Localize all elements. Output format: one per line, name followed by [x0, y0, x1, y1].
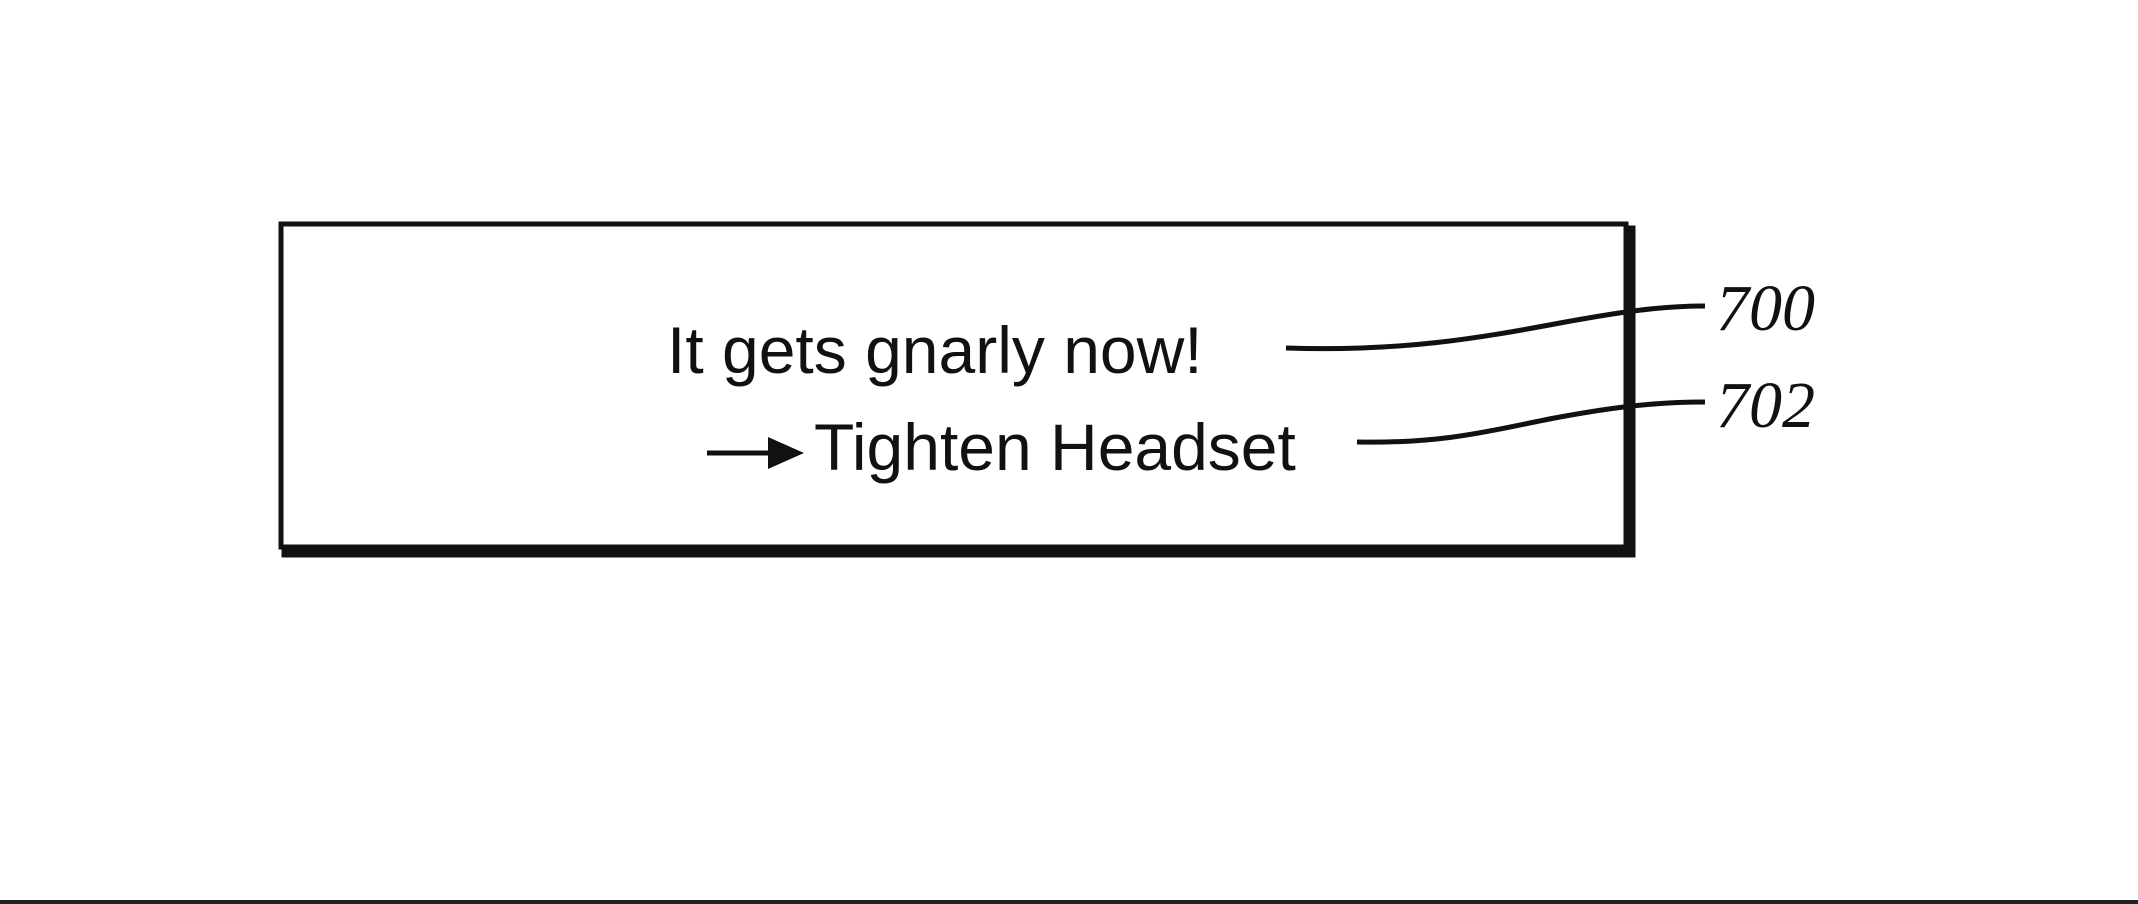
reference-numeral-702: 702: [1716, 369, 1815, 442]
reference-numeral-700: 700: [1716, 272, 1815, 345]
display-message: It gets gnarly now!: [667, 313, 1203, 387]
display-panel: [281, 224, 1631, 553]
display-instruction: Tighten Headset: [814, 410, 1296, 484]
page-bottom-rule: [0, 900, 2138, 904]
